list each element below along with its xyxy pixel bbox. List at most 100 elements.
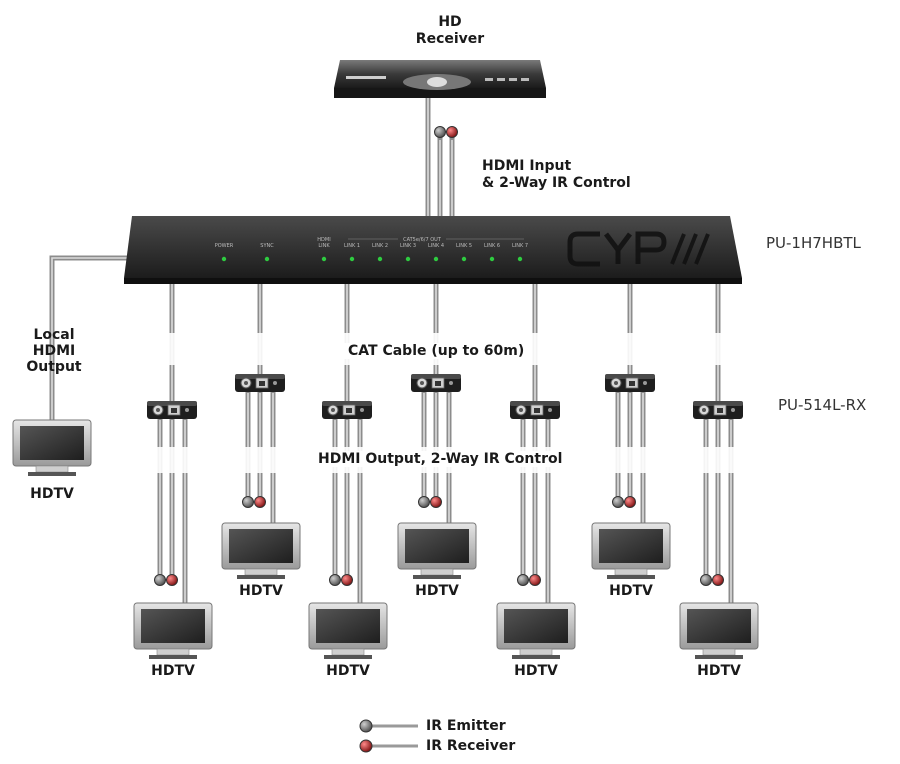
tv-screen [599,529,663,563]
ir-receiver-icon [624,496,636,508]
tv-stand [702,648,736,656]
ir-receiver-icon [166,574,178,586]
panel-led [221,256,227,262]
tv-screen [20,426,84,460]
bnc-center-icon [614,381,618,385]
cyp-logo [567,231,710,267]
bnc-center-icon [702,408,706,412]
tv-stand [35,465,69,473]
status-led [185,408,189,412]
ir-emitter-icon [154,574,166,586]
panel-led-link-1 [349,256,355,262]
hdtv-displays [12,419,759,659]
ir-receiver-icon [712,574,724,586]
tv-stand [156,648,190,656]
legend-ir-emitter-label: IR Emitter [426,718,506,734]
tv-base [512,655,560,659]
rj45-slot [534,408,540,413]
tv-screen [316,609,380,643]
tv-base [695,655,743,659]
cat-cable-label: CAT Cable (up to 60m) [344,343,529,359]
front-panel-leds [221,256,523,262]
tv-stand [519,648,553,656]
panel-power-label: POWER [215,243,234,249]
ir-emitter-icon [700,574,712,586]
tv-stand [420,568,454,576]
hdtv-label: HDTV [326,663,370,679]
panel-link-3-label: LINK 3 [400,243,416,249]
ir-receiver-icon [430,496,442,508]
rj45-slot [259,381,265,386]
hdtv-label: HDTV [697,663,741,679]
receiver-unit-5 [510,401,560,419]
ir-receiver-icon [341,574,353,586]
hdtv-3 [308,602,388,659]
ir-receiver-icon [254,496,266,508]
cable-fade-1-0 [144,447,200,473]
bnc-center-icon [156,408,160,412]
status-led [360,408,364,412]
tv-screen [687,609,751,643]
hdtv-label: HDTV [30,486,74,502]
ir-receiver-icon [446,126,458,138]
rj45-slot [435,381,441,386]
panel-led-link-7 [517,256,523,262]
panel-link-4-label: LINK 4 [428,243,444,249]
tv-base [149,655,197,659]
panel-link-label: LINK [318,243,330,249]
hdtv-7 [679,602,759,659]
hdtv-4 [397,522,477,579]
ir-emitter-icon [434,126,446,138]
tv-stand [244,568,278,576]
rj45-slot [629,381,635,386]
tv-screen [229,529,293,563]
panel-link-6-label: LINK 6 [484,243,500,249]
receiver-units [147,374,743,419]
panel-hdmi-label: HDMI [317,237,330,243]
tv-base [237,575,285,579]
receiver-unit-4 [411,374,461,392]
panel-link-2-label: LINK 2 [372,243,388,249]
status-led [731,408,735,412]
hd-receiver-device [334,60,546,98]
tv-base [607,575,655,579]
bnc-center-icon [519,408,523,412]
hdtv-6 [591,522,671,579]
panel-led [264,256,270,262]
receiver-unit-7 [693,401,743,419]
tv-stand [331,648,365,656]
local-hdmi-cable-highlight [51,257,130,420]
receiver-model-label: PU-514L-RX [778,396,867,414]
cable-fade-0-1 [232,333,288,365]
status-led [548,408,552,412]
hdtv-label: HDTV [151,663,195,679]
rj45-slot [717,408,723,413]
status-led [449,381,453,385]
hdtv-1 [133,602,213,659]
ir-emitter-icon [517,574,529,586]
cable-fade-1-1 [232,447,288,473]
ir-bulbs [154,126,724,586]
panel-link-7-label: LINK 7 [512,243,528,249]
transmitter-model-label: PU-1H7HBTL [766,234,861,252]
cable-fade-0-6 [690,333,746,365]
legend-ir-receiver-label: IR Receiver [426,738,516,754]
tv-base [28,472,76,476]
ir-emitter-icon [242,496,254,508]
tv-base [413,575,461,579]
panel-led [321,256,327,262]
panel-led-link-6 [489,256,495,262]
hdtv-label: HDTV [609,583,653,599]
panel-led-link-3 [405,256,411,262]
panel-led-link-4 [433,256,439,262]
bnc-center-icon [420,381,424,385]
hdtv-2 [221,522,301,579]
legend [359,719,418,753]
status-led [273,381,277,385]
legend-ir-receiver-icon [359,739,373,753]
hdtv-label: HDTV [514,663,558,679]
hdtv-5 [496,602,576,659]
hdtv-local [12,419,92,476]
hdtv-label: HDTV [415,583,459,599]
